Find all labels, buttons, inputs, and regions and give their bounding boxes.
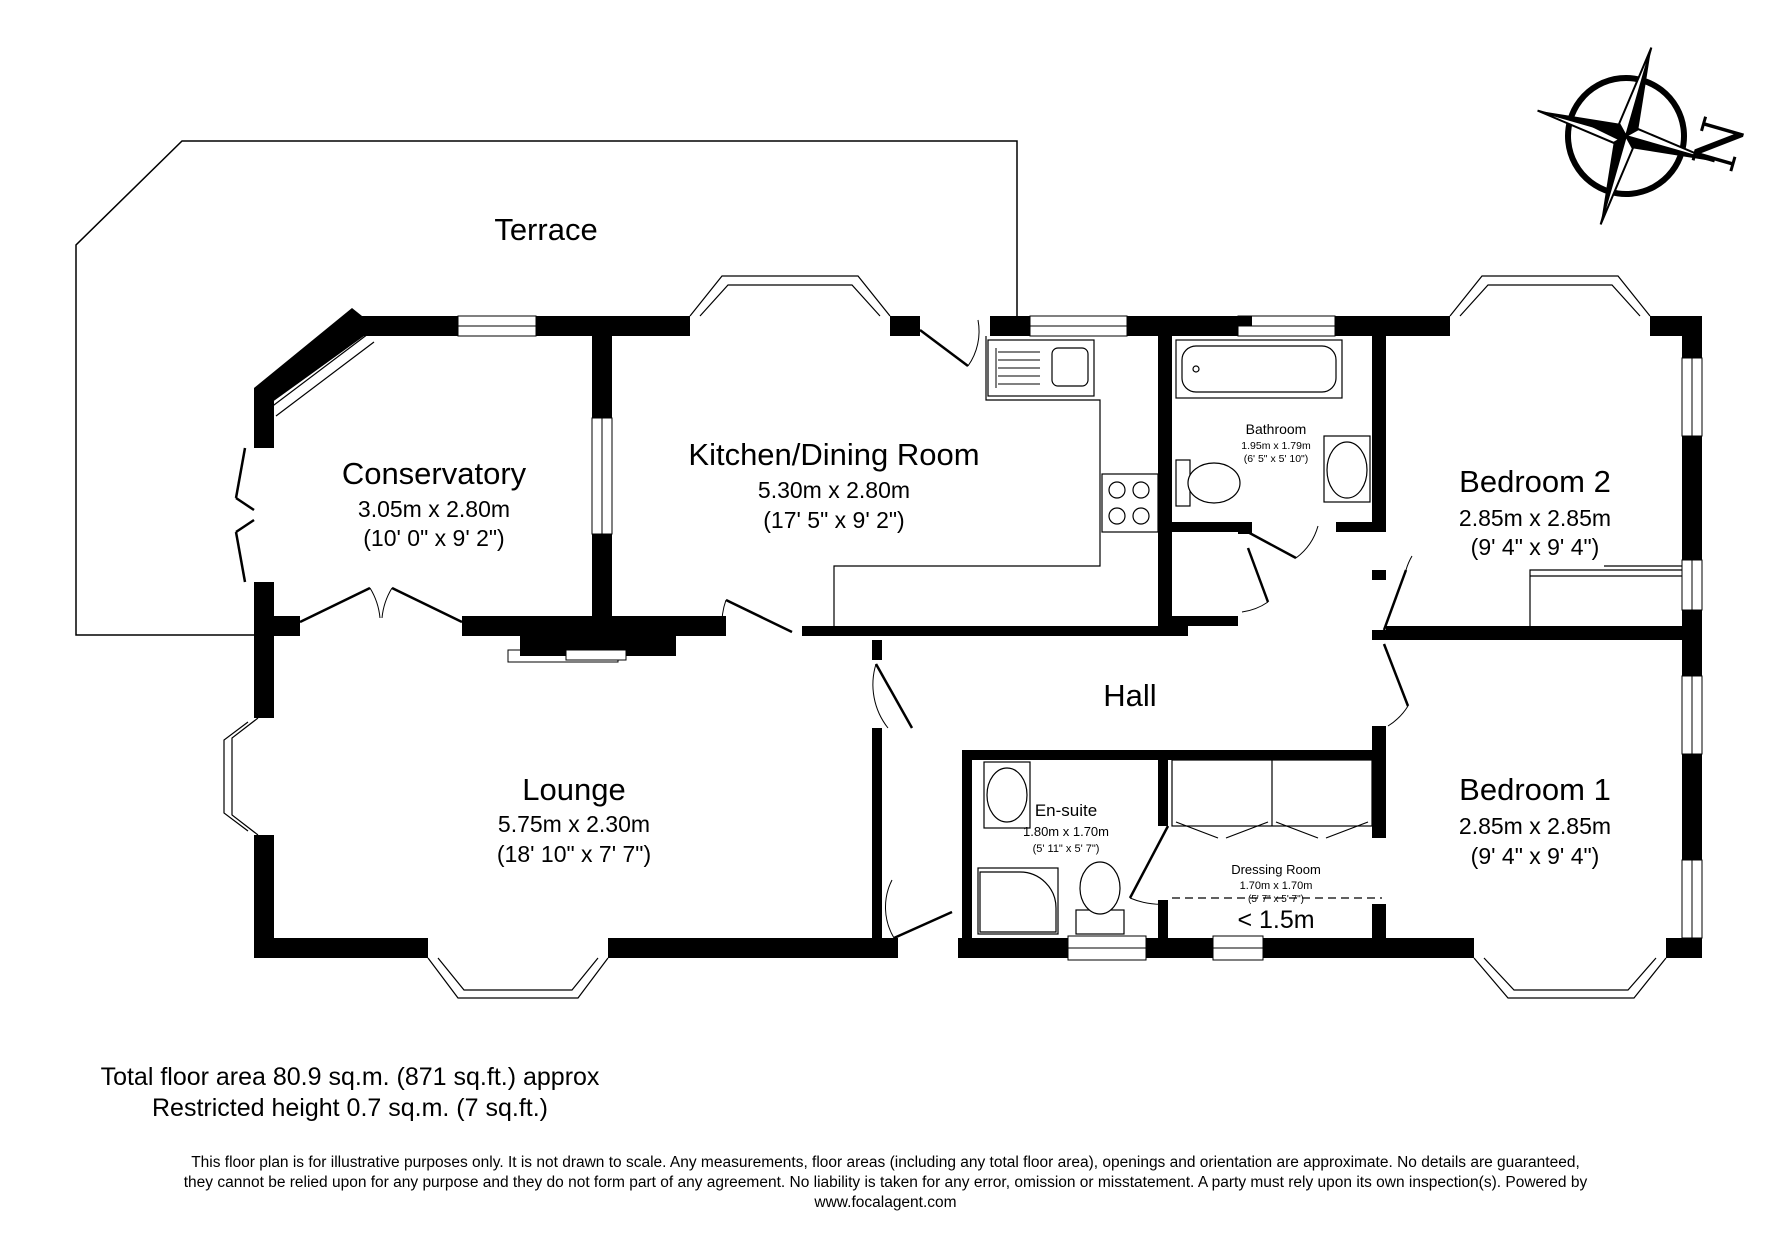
floor-area-summary: Total floor area 80.9 sq.m. (871 sq.ft.)… bbox=[40, 1062, 660, 1124]
windows bbox=[457, 315, 1703, 961]
conservatory-name: Conservatory bbox=[342, 456, 527, 491]
ensuite-imperial: (5' 11" x 5' 7") bbox=[1033, 843, 1100, 855]
north-compass-icon bbox=[1537, 47, 1715, 225]
bedroom2-wardrobe bbox=[1529, 565, 1682, 626]
ensuite-name: En-suite bbox=[1035, 801, 1097, 820]
fireplace-icon bbox=[565, 649, 627, 661]
conservatory-metric: 3.05m x 2.80m bbox=[358, 496, 510, 522]
disclaimer-link[interactable]: www.focalagent.com bbox=[814, 1194, 957, 1211]
dressing-wardrobes bbox=[1171, 759, 1382, 899]
total-floor-area: Total floor area 80.9 sq.m. (871 sq.ft.)… bbox=[100, 1063, 600, 1091]
terrace-outline bbox=[75, 140, 1018, 636]
kitchen-metric: 5.30m x 2.80m bbox=[758, 477, 910, 503]
dressing-name: Dressing Room bbox=[1231, 862, 1321, 877]
restricted-height-area: Restricted height 0.7 sq.m. (7 sq.ft.) bbox=[152, 1094, 548, 1122]
bedroom1-imperial: (9' 4" x 9' 4") bbox=[1471, 843, 1600, 869]
dressing-restricted-label: < 1.5m bbox=[1237, 906, 1314, 934]
walls bbox=[254, 308, 1702, 958]
kitchen-name: Kitchen/Dining Room bbox=[688, 437, 979, 472]
bedroom2-metric: 2.85m x 2.85m bbox=[1459, 505, 1611, 531]
bedroom1-name: Bedroom 1 bbox=[1459, 772, 1611, 807]
lounge-name: Lounge bbox=[522, 772, 625, 807]
lounge-metric: 5.75m x 2.30m bbox=[498, 811, 650, 837]
disclaimer-line-2: they cannot be relied upon for any purpo… bbox=[183, 1174, 1588, 1191]
compass-north-label: N bbox=[1680, 111, 1759, 179]
bedroom2-name: Bedroom 2 bbox=[1459, 464, 1611, 499]
doors bbox=[234, 319, 1413, 940]
conservatory-imperial: (10' 0" x 9' 2") bbox=[363, 525, 504, 551]
drainer-lines bbox=[995, 348, 1040, 388]
dressing-imperial: (5' 7" x 5' 7") bbox=[1248, 894, 1304, 905]
hall-name: Hall bbox=[1103, 678, 1156, 713]
room-labels: Terrace Conservatory 3.05m x 2.80m (10' … bbox=[342, 212, 1611, 934]
kitchen-imperial: (17' 5" x 9' 2") bbox=[763, 507, 904, 533]
disclaimer: This floor plan is for illustrative purp… bbox=[30, 1153, 1741, 1213]
bathroom-fittings bbox=[1175, 339, 1371, 507]
bathroom-imperial: (6' 5" x 5' 10") bbox=[1244, 453, 1309, 465]
terrace-name: Terrace bbox=[494, 212, 597, 247]
lounge-imperial: (18' 10" x 7' 7") bbox=[497, 841, 651, 867]
bathroom-metric: 1.95m x 1.79m bbox=[1241, 440, 1311, 452]
dressing-metric: 1.70m x 1.70m bbox=[1240, 880, 1313, 892]
bathroom-name: Bathroom bbox=[1246, 421, 1307, 437]
hob-icon bbox=[1101, 473, 1159, 533]
kitchen-fittings bbox=[833, 336, 1159, 626]
ensuite-metric: 1.80m x 1.70m bbox=[1023, 824, 1109, 839]
bedroom2-imperial: (9' 4" x 9' 4") bbox=[1471, 534, 1600, 560]
disclaimer-line-1: This floor plan is for illustrative purp… bbox=[191, 1154, 1580, 1171]
ensuite-fittings bbox=[977, 761, 1125, 935]
bedroom1-metric: 2.85m x 2.85m bbox=[1459, 813, 1611, 839]
